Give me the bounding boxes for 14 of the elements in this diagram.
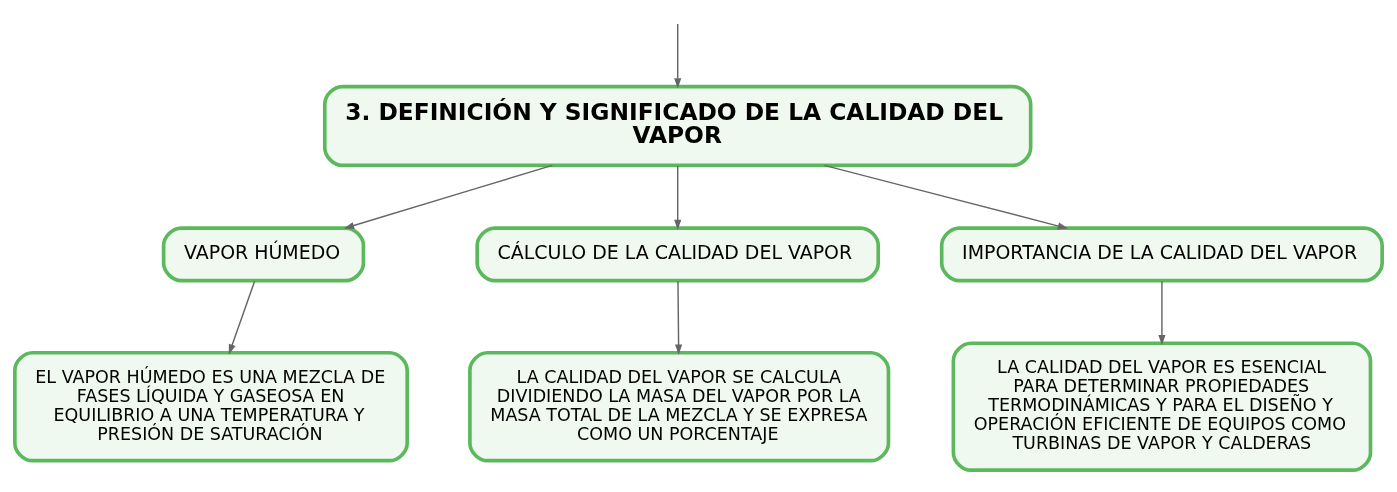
node-box: LA CALIDAD DEL VAPOR SE CALCULA DIVIDIENDO LA MASA DEL VAPOR POR LA MASA TOTAL DE LA MEZCLA Y SE EXPRESA COMO UN PORCENTAJE (468, 350, 891, 462)
arrow (343, 164, 554, 229)
arrow (1158, 279, 1166, 345)
arrow (674, 22, 682, 88)
node-box: EL VAPOR HÚMEDO ES UNA MEZCLA DE FASES LÍQUIDA Y GASEOSA EN EQUILIBRIO A UNA TEMPERATURA Y PRESIÓN DE SATURACIÓN (13, 350, 409, 462)
arrow (674, 164, 682, 230)
arrow (675, 279, 683, 355)
node-box: CÁLCULO DE LA CALIDAD DEL VAPOR (475, 225, 881, 282)
node-box: IMPORTANCIA DE LA CALIDAD DEL VAPOR (939, 225, 1384, 282)
node-box: LA CALIDAD DEL VAPOR ES ESENCIAL PARA DETERMINAR PROPIEDADES TERMODINÁMICAS Y PARA EL DISEÑO Y OPERACIÓN EFICIENTE DE EQUIPOS COMO TURBINAS DE VAPOR Y CALDERAS (951, 340, 1373, 472)
node-box: 3. DEFINICIÓN Y SIGNIFICADO DE LA CALIDAD DEL VAPOR (322, 84, 1033, 167)
arrow (228, 279, 256, 355)
node-box: VAPOR HÚMEDO (161, 225, 366, 282)
arrow (823, 164, 1069, 229)
